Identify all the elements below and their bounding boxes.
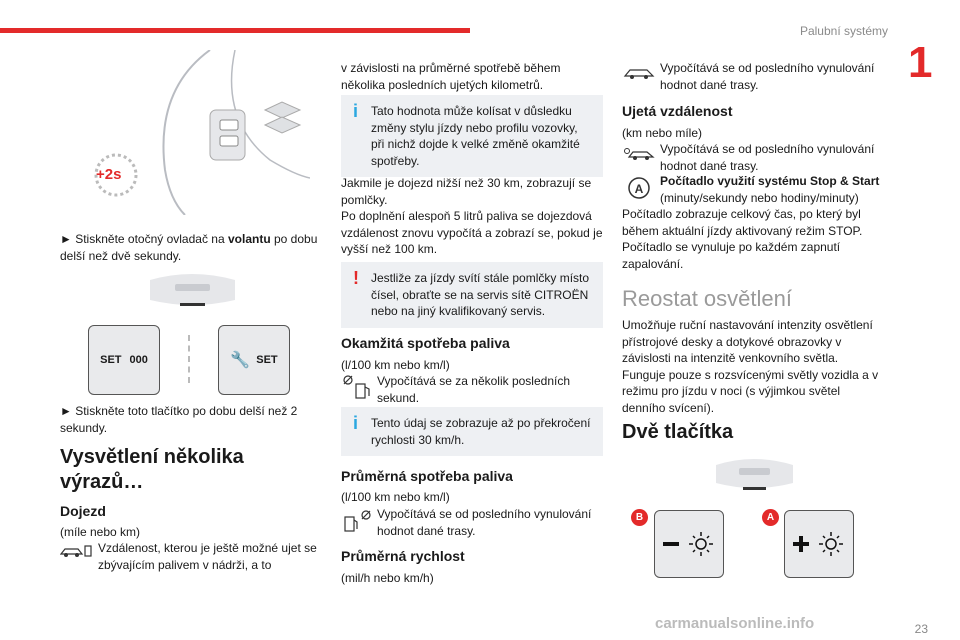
stop-start-unit: (minuty/sekundy nebo hodiny/minuty): [660, 190, 859, 205]
minus-brightness-icon: [663, 532, 713, 556]
dojezd-unit: (míle nebo km): [60, 525, 141, 539]
brightness-text: Umožňuje ruční nastavování intenzity osv…: [622, 318, 879, 415]
step-1-emphasis: volantu: [227, 232, 271, 246]
step-1-suffix: po dobu delší než dvě sekundy.: [60, 232, 318, 263]
instant-consumption-text: Vypočítává se za několik posledních seku…: [377, 374, 571, 405]
section-title: Palubní systémy: [799, 24, 888, 38]
brightness-title: Reostat osvětlení: [622, 286, 792, 311]
trip-reset-key[interactable]: SET 000: [88, 325, 160, 395]
header-accent-bar: [0, 28, 470, 33]
two-buttons-title: Dvě tlačítka: [622, 421, 734, 443]
section-heading-terms: Vysvětlení několika výrazů…: [60, 446, 244, 493]
step-2: ► Stiskněte toto tlačítko po dobu delší …: [60, 404, 298, 435]
info-note-2: i Tento údaj se zobrazuje až po překroče…: [341, 407, 603, 456]
brightness-increase-button[interactable]: [784, 510, 854, 578]
key-label-000: 000: [129, 354, 148, 366]
instant-consumption-unit: (l/100 km nebo km/l): [341, 358, 450, 372]
stop-start-title: Počítadlo využití systému Stop & Start: [660, 174, 880, 188]
distance-title: Ujetá vzdálenost: [622, 103, 733, 119]
key-label-set: SET: [100, 354, 122, 366]
distance-unit: (km nebo míle): [622, 126, 703, 140]
dashboard-button-illustration: [145, 270, 240, 312]
info-icon: i: [353, 101, 359, 121]
step-1: ► Stiskněte otočný ovladač na volantu po…: [60, 231, 325, 264]
wrench-set-key[interactable]: 🔧 SET: [218, 325, 290, 395]
dojezd-para-1: Jakmile je dojezd nižší než 30 km, zobra…: [341, 176, 592, 207]
stop-start-text: Počítadlo zobrazuje celkový čas, po kter…: [622, 207, 863, 271]
wrench-icon: 🔧: [230, 352, 251, 369]
average-consumption-text: Vypočítává se od posledního vynulování h…: [377, 507, 592, 538]
dojezd-title: Dojezd: [60, 503, 106, 519]
page-number: 23: [914, 622, 928, 636]
car-fuel-icon: [59, 543, 94, 559]
average-consumption-title: Průměrná spotřeba paliva: [341, 468, 513, 484]
car-distance-icon: [623, 147, 657, 161]
distance-text: Vypočítává se od posledního vynulování h…: [660, 142, 875, 173]
chapter-number: 1: [908, 38, 933, 87]
info-note-2-text: Tento údaj se zobrazuje až po překročení…: [371, 416, 591, 447]
key-label-set-2: SET: [256, 354, 278, 366]
fuel-pump-average-icon: [343, 509, 373, 535]
warning-note-text: Jestliže za jízdy svítí stále pomlčky mí…: [371, 271, 590, 318]
car-speed-icon: [623, 66, 657, 80]
key-separator: [188, 335, 190, 383]
stop-start-icon: A: [626, 175, 652, 201]
warning-note: ! Jestliže za jízdy svítí stále pomlčky …: [341, 262, 603, 328]
dojezd-continued: v závislosti na průměrné spotřebě během …: [341, 61, 561, 92]
average-speed-unit: (mil/h nebo km/h): [341, 571, 434, 585]
info-note-1-text: Tato hodnota může kolísat v důsledku změ…: [371, 104, 580, 168]
fuel-pump-icon: [343, 374, 373, 400]
average-speed-title: Průměrná rychlost: [341, 548, 465, 564]
badge-a: A: [762, 509, 779, 526]
press-duration-badge: +2s: [96, 166, 122, 183]
warning-icon: !: [353, 268, 359, 288]
info-icon: i: [353, 413, 359, 433]
instant-consumption-title: Okamžitá spotřeba paliva: [341, 335, 510, 351]
step-1-prefix: ► Stiskněte otočný ovladač na: [60, 232, 228, 246]
dojezd-para-2: Po doplnění alespoň 5 litrů paliva se do…: [341, 209, 603, 256]
average-speed-text: Vypočítává se od posledního vynulování h…: [660, 61, 875, 92]
brightness-decrease-button[interactable]: [654, 510, 724, 578]
dashboard-button-illustration-2: [712, 455, 797, 495]
info-note-1: i Tato hodnota může kolísat v důsledku z…: [341, 95, 603, 177]
plus-brightness-icon: [793, 532, 843, 556]
svg-text:A: A: [635, 182, 644, 196]
dojezd-text: Vzdálenost, kterou je ještě možné ujet s…: [98, 541, 317, 572]
watermark: carmanualsonline.info: [655, 615, 815, 632]
average-consumption-unit: (l/100 km nebo km/l): [341, 490, 450, 504]
badge-b: B: [631, 509, 648, 526]
steering-wheel-illustration: +2s: [60, 49, 311, 216]
